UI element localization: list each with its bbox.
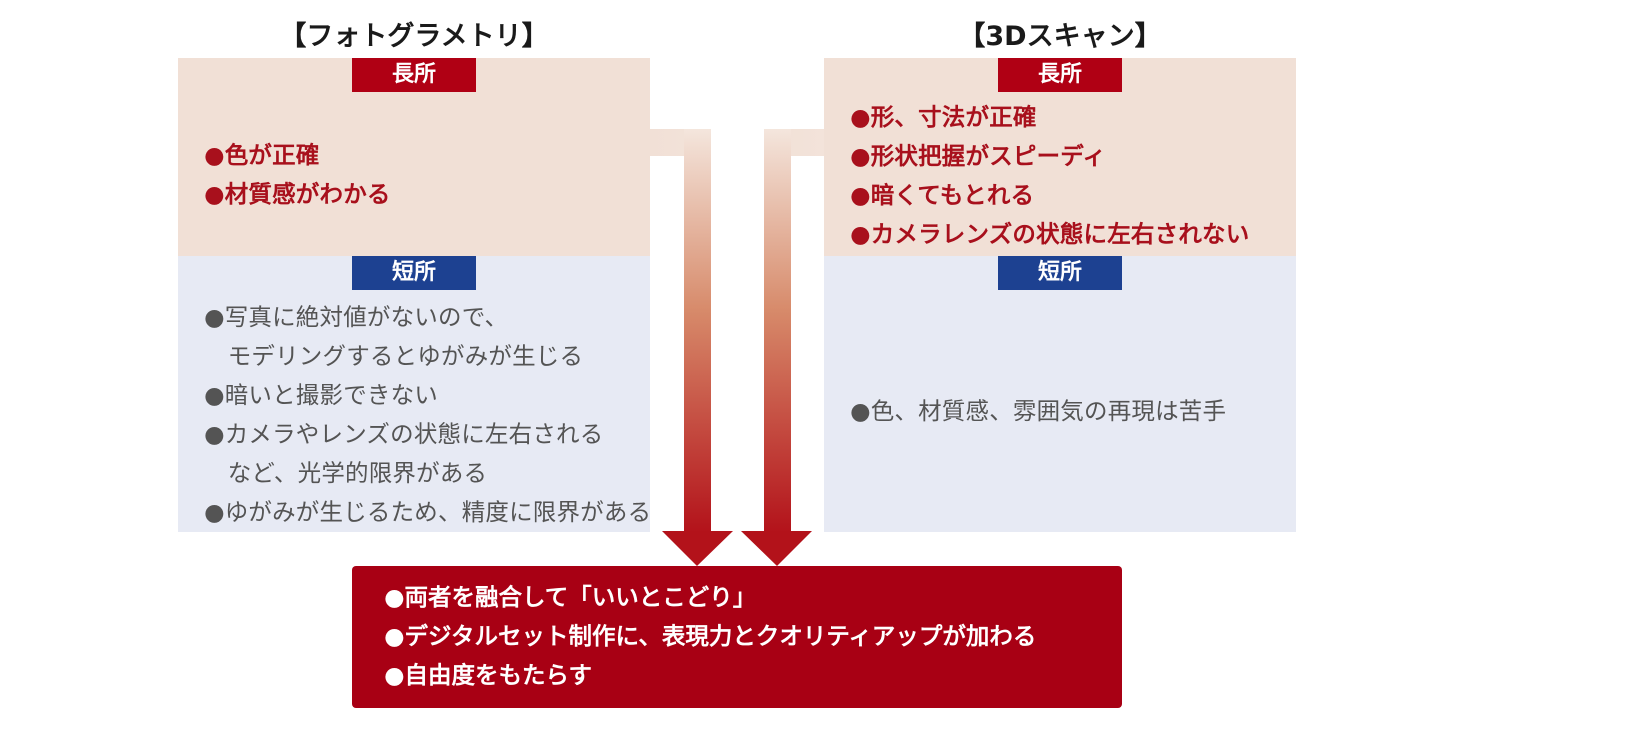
list-item: ●形、寸法が正確 xyxy=(850,103,1037,131)
list-item: ●ゆがみが生じるため、精度に限界がある xyxy=(204,498,652,526)
photogrammetry-cons-list: ●写真に絶対値がないので、 モデリングするとゆがみが生じる ●暗いと撮影できない… xyxy=(204,298,651,532)
result-list: ●両者を融合して「いいとこどり」 ●デジタルセット制作に、表現力とクオリティアッ… xyxy=(384,578,1036,695)
list-item: ●カメラやレンズの状態に左右される xyxy=(204,420,604,448)
result-box: ●両者を融合して「いいとこどり」 ●デジタルセット制作に、表現力とクオリティアッ… xyxy=(352,566,1122,708)
list-item: ●暗いと撮影できない xyxy=(204,381,439,409)
list-item: ●暗くてもとれる xyxy=(850,181,1035,209)
list-item: ●両者を融合して「いいとこどり」 xyxy=(384,583,757,611)
list-item: ●写真に絶対値がないので、 xyxy=(204,303,509,331)
scan3d-cons-list: ●色、材質感、雰囲気の再現は苦手 xyxy=(850,392,1226,431)
scan3d-title: 【3Dスキャン】 xyxy=(958,21,1162,52)
scan3d-pros-list: ●形、寸法が正確 ●形状把握がスピーディ ●暗くてもとれる ●カメラレンズの状態… xyxy=(850,98,1249,254)
list-item: ●色、材質感、雰囲気の再現は苦手 xyxy=(850,397,1227,425)
list-item: ●デジタルセット制作に、表現力とクオリティアップが加わる xyxy=(384,622,1037,650)
left-arrow xyxy=(650,129,733,566)
photogrammetry-cons-panel xyxy=(178,256,650,532)
list-item: モデリングするとゆがみが生じる xyxy=(204,342,584,370)
list-item: ●材質感がわかる xyxy=(204,180,391,208)
list-item: など、光学的限界がある xyxy=(204,459,488,487)
list-item: ●形状把握がスピーディ xyxy=(850,142,1107,170)
photogrammetry-pros-list: ●色が正確 ●材質感がわかる xyxy=(204,136,391,214)
list-item: ●自由度をもたらす xyxy=(384,661,593,689)
right-arrow xyxy=(741,129,824,566)
scan3d-cons-panel xyxy=(824,256,1296,532)
photogrammetry-cons-label: 短所 xyxy=(352,256,476,290)
photogrammetry-title: 【フォトグラメトリ】 xyxy=(279,21,549,52)
list-item: ●カメラレンズの状態に左右されない xyxy=(850,220,1250,248)
scan3d-cons-label: 短所 xyxy=(998,256,1122,290)
scan3d-pros-label: 長所 xyxy=(998,58,1122,92)
list-item: ●色が正確 xyxy=(204,141,320,169)
photogrammetry-pros-label: 長所 xyxy=(352,58,476,92)
